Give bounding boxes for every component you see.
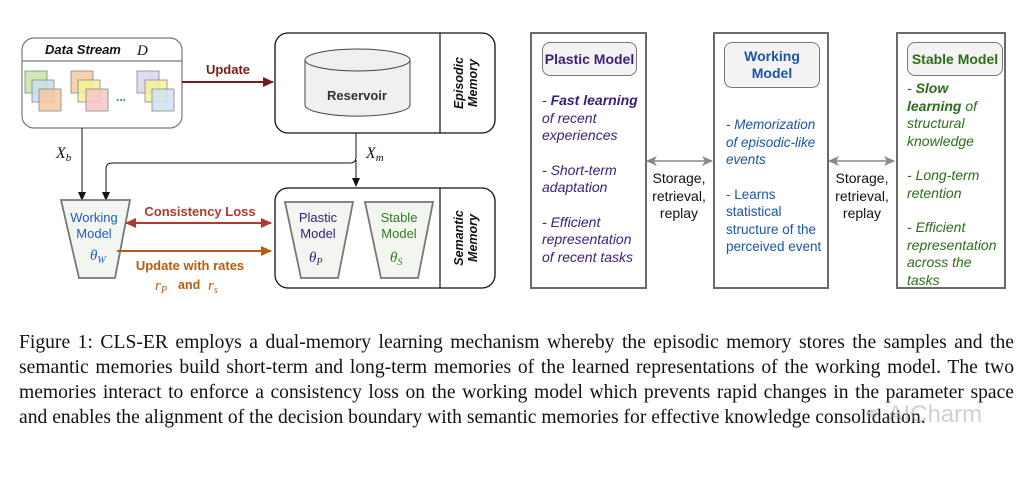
plastic-item-1: - Fast learning of recent experiences: [542, 92, 638, 143]
stable-model: Stable Model θS: [363, 201, 435, 279]
stable-item-1: - Slow learning of structural knowledge: [907, 80, 978, 149]
stable-model-theta: θS: [390, 250, 402, 268]
data-stream-box: Data Stream D ...: [21, 37, 183, 129]
plastic-item-2: - Short-term adaptation: [542, 161, 617, 196]
stable-panel-title: Stable Model: [907, 42, 1003, 76]
sample-stack-1: [24, 70, 62, 112]
plastic-model: Plastic Model θP: [283, 201, 355, 279]
working-panel: Working Model - Memorization of episodic…: [713, 32, 829, 289]
reservoir-label: Reservoir: [327, 88, 387, 103]
semantic-memory-box: Plastic Model θP Stable Model θS Semanti…: [274, 187, 496, 289]
plastic-panel-body: - Fast learning of recent experiences - …: [542, 92, 644, 283]
left-diagram: Data Stream D ... Update Reservoir: [21, 32, 895, 296]
working-item-2: - Learns statistical structure of the pe…: [726, 186, 822, 255]
stable-model-line1: Stable: [381, 210, 418, 225]
working-model: Working Model θW: [59, 199, 132, 279]
connector-label-right: Storage, retrieval, replay: [835, 170, 889, 221]
stable-item-2: - Long-term retention: [907, 167, 980, 201]
update-rates-label: Update with rates: [136, 258, 244, 273]
plastic-model-line2: Model: [300, 226, 336, 241]
stable-item-3: - Efficient representation across the ta…: [907, 219, 997, 288]
episodic-label-1: Episodic: [452, 57, 466, 109]
connector-label-left: Storage, retrieval, replay: [652, 170, 706, 221]
watermark: ⚭ AICharm: [862, 401, 983, 428]
stable-panel: Stable Model - Slow learning of structur…: [896, 32, 1006, 289]
episodic-memory-box: Reservoir Episodic Memory: [274, 32, 496, 134]
reservoir-cylinder-icon: [304, 48, 411, 117]
semantic-label-1: Semantic: [452, 210, 466, 266]
sample-stack-2: [70, 70, 109, 112]
plastic-model-line1: Plastic: [299, 210, 338, 225]
watermark-logo-icon: ⚭: [862, 401, 883, 428]
rate-rp: rP: [155, 278, 167, 296]
stable-panel-body: - Slow learning of structural knowledge …: [907, 80, 1005, 306]
working-model-theta: θW: [90, 248, 107, 266]
data-stream-title: Data Stream: [45, 42, 121, 57]
xb-label: Xb: [55, 145, 72, 164]
data-stream-ellipsis: ...: [116, 90, 126, 104]
figure-caption: Figure 1: CLS-ER employs a dual-memory l…: [19, 332, 1014, 428]
xm-to-working-arrow: [102, 133, 357, 201]
plastic-model-theta: θP: [309, 250, 322, 268]
working-item-1: - Memorization of episodic-like events: [726, 117, 816, 167]
data-stream-symbol: D: [136, 43, 148, 59]
sample-stack-3: [136, 70, 175, 112]
working-panel-title: Working Model: [724, 42, 820, 88]
semantic-label-2: Memory: [466, 213, 480, 262]
working-model-line1: Working: [70, 210, 117, 225]
working-model-line2: Model: [76, 226, 112, 241]
consistency-loss-label: Consistency Loss: [144, 204, 255, 219]
rate-and: and: [178, 278, 200, 292]
working-panel-body: - Memorization of episodic-like events -…: [726, 116, 830, 273]
xm-label: Xm: [365, 145, 384, 164]
plastic-item-3: - Efficient representation of recent tas…: [542, 213, 634, 265]
episodic-label-2: Memory: [466, 58, 480, 107]
rate-rs: rs: [208, 278, 218, 296]
update-label: Update: [206, 62, 250, 77]
stable-model-line2: Model: [381, 226, 417, 241]
plastic-panel-title: Plastic Model: [542, 42, 637, 76]
plastic-panel: Plastic Model - Fast learning of recent …: [530, 32, 647, 289]
